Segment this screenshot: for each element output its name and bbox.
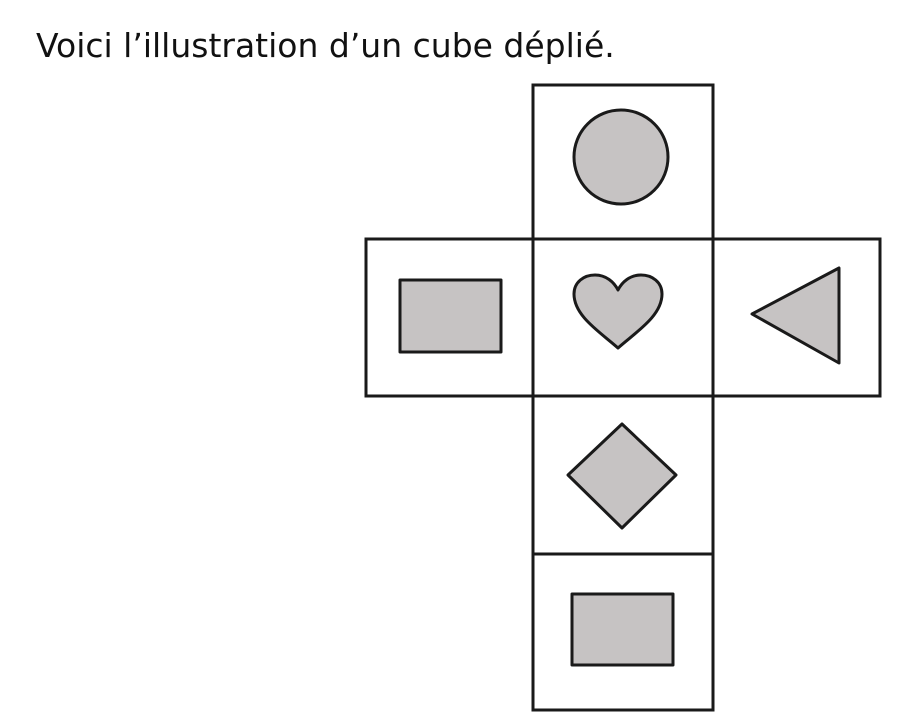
triangle-shape bbox=[750, 266, 841, 365]
rectangle-shape-left bbox=[398, 278, 503, 354]
face-bottom bbox=[531, 552, 715, 712]
cube-net-faces bbox=[364, 83, 882, 712]
diamond-shape bbox=[566, 422, 678, 530]
heart-shape bbox=[572, 273, 664, 350]
caption: Voici l’illustration d’un cube déplié. bbox=[36, 26, 615, 65]
circle-shape bbox=[572, 108, 670, 206]
rectangle-shape-bottom bbox=[570, 592, 675, 667]
cube-net-shapes bbox=[398, 108, 841, 667]
face-right bbox=[711, 237, 882, 398]
